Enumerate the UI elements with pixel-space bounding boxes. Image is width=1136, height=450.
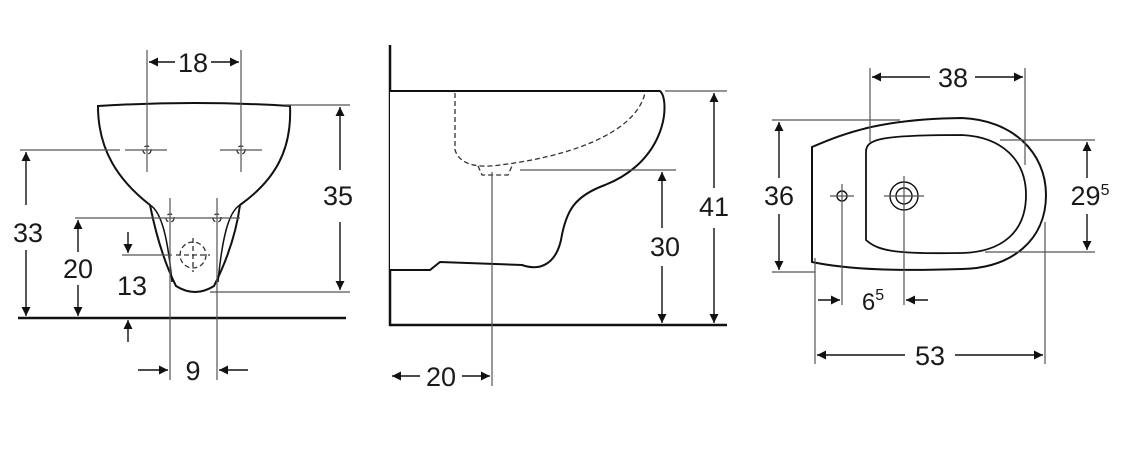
dim-bowl-length: 38 <box>938 63 968 93</box>
dim-rim-height: 41 <box>699 192 729 222</box>
front-rib-right <box>217 204 241 283</box>
dim-drain-offset: 13 <box>117 271 147 301</box>
dim-lower-holes-height: 20 <box>63 254 93 284</box>
dim-outlet-height: 30 <box>650 232 680 262</box>
tap-hole-icon <box>884 176 924 305</box>
fixing-hole-icon <box>220 50 262 172</box>
bidet-side-outline <box>390 90 666 271</box>
bowl-top-outline <box>865 134 1027 255</box>
bowl-hidden-outline <box>454 92 646 167</box>
top-view: 38 36 295 65 53 <box>764 63 1110 371</box>
supply-hole-icon <box>212 198 222 380</box>
dim-total-height: 35 <box>323 181 353 211</box>
dim-projection: 53 <box>915 341 945 371</box>
bidet-front-outline <box>96 102 292 293</box>
drain-hole-icon <box>176 238 210 272</box>
dim-upper-holes-height: 33 <box>13 218 43 248</box>
outlet-hidden <box>477 165 513 176</box>
dim-tap-hole-offset: 65 <box>862 287 884 316</box>
front-rib-left <box>149 204 173 283</box>
dim-outlet-from-wall: 20 <box>426 362 456 392</box>
dim-drain-spacing: 9 <box>185 356 200 386</box>
dim-bowl-width: 295 <box>1071 181 1110 211</box>
dim-hole-spacing: 18 <box>178 48 208 78</box>
side-view: 41 30 20 <box>388 45 729 392</box>
fixing-hole-icon <box>125 50 167 172</box>
fixing-hole-icon <box>830 184 854 305</box>
dim-width: 36 <box>764 181 794 211</box>
front-view: 18 35 33 20 13 9 <box>13 48 353 386</box>
